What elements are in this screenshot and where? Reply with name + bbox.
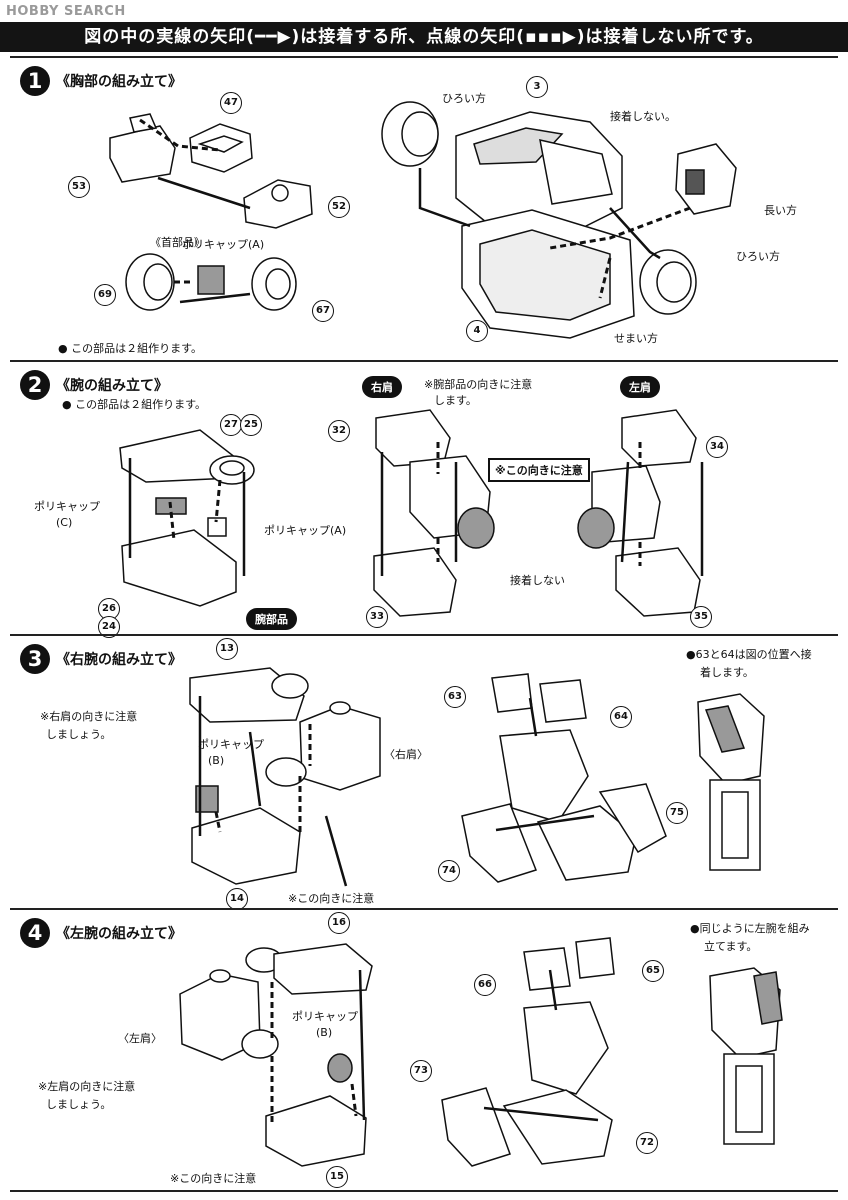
part-number: 35 — [690, 606, 712, 628]
part-number: 24 — [98, 616, 120, 638]
polycap-c-label: ポリキャップ — [34, 500, 100, 513]
part-number: 73 — [410, 1060, 432, 1082]
polycap-c-letter: (C) — [56, 516, 73, 529]
side-note-line-2: 着します。 — [700, 666, 754, 679]
part-number: 53 — [68, 176, 90, 198]
step-2-header: 2 《腕の組み立て》 — [20, 370, 168, 400]
step-1-header: 1 《胸部の組み立て》 — [20, 66, 182, 96]
left-shoulder-label: 〈左肩〉 — [118, 1032, 162, 1045]
wide-side-label-2: ひろい方 — [736, 250, 780, 263]
narrow-side-label: せまい方 — [614, 332, 658, 345]
polycap-a-label: ポリキャップ(A) — [182, 238, 265, 251]
right-shoulder-label: 〈右肩〉 — [384, 748, 428, 761]
step-title: 《腕の組み立て》 — [56, 378, 168, 394]
right-shoulder-note-line-2: しましょう。 — [46, 728, 112, 741]
neck-part-label: 《首部品》 — [150, 236, 205, 249]
side-note-line-1: ●63と64は図の位置へ接 — [686, 648, 812, 661]
left-shoulder-note-line-2: しましょう。 — [46, 1098, 112, 1111]
step-number: 1 — [20, 66, 50, 96]
wide-side-label: ひろい方 — [442, 92, 486, 105]
arm-part-tag: 腕部品 — [246, 608, 297, 630]
step-1-section: 1 《胸部の組み立て》 47 53 52 69 67 3 4 《首部品》 ポリキ… — [10, 56, 838, 360]
side-note-line-2: 立てます。 — [704, 940, 758, 953]
left-shoulder-note-line-1: ※左肩の向きに注意 — [38, 1080, 136, 1093]
part-number: 34 — [706, 436, 728, 458]
part-number: 4 — [466, 320, 488, 342]
orientation-note: ※この向きに注意 — [170, 1172, 257, 1185]
part-number: 74 — [438, 860, 460, 882]
long-side-label: 長い方 — [764, 204, 797, 217]
part-number: 13 — [216, 638, 238, 660]
legend-banner: 図の中の実線の矢印(━━▶)は接着する所、点線の矢印(▪▪▪▶)は接着しない所で… — [0, 22, 848, 52]
left-shoulder-tag: 左肩 — [620, 376, 660, 398]
step-3-section: 3 《右腕の組み立て》 ※右肩の向きに注意 しましょう。 ポリキャップ (B) … — [10, 634, 838, 910]
part-number: 33 — [366, 606, 388, 628]
part-number: 14 — [226, 888, 248, 910]
side-note-line-1: ●同じように左腕を組み — [690, 922, 810, 935]
orientation-note: ※この向きに注意 — [288, 892, 375, 905]
step-2-illustration — [10, 362, 838, 634]
step-2-note: ● この部品は２組作ります。 — [62, 398, 206, 411]
step-title: 《右腕の組み立て》 — [56, 652, 182, 668]
step-1-illustration — [10, 58, 838, 360]
part-number: 16 — [328, 912, 350, 934]
step-number: 3 — [20, 644, 50, 674]
orientation-box: ※この向きに注意 — [488, 458, 590, 482]
part-number: 27 — [220, 414, 242, 436]
step-3-header: 3 《右腕の組み立て》 — [20, 644, 182, 674]
step-4-header: 4 《左腕の組み立て》 — [20, 918, 182, 948]
polycap-b-label: ポリキャップ — [292, 1010, 358, 1023]
no-glue-label: 接着しない — [510, 574, 565, 587]
part-number: 15 — [326, 1166, 348, 1188]
orientation-note-line-1: ※腕部品の向きに注意 — [424, 378, 533, 391]
part-number: 66 — [474, 974, 496, 996]
step-4-illustration — [10, 910, 838, 1190]
polycap-a-label: ポリキャップ(A) — [264, 524, 347, 537]
step-number: 2 — [20, 370, 50, 400]
no-glue-label: 接着しない。 — [610, 110, 676, 123]
polycap-b-letter: (B) — [208, 754, 225, 767]
part-number: 32 — [328, 420, 350, 442]
step-1-note: ● この部品は２組作ります。 — [58, 342, 202, 355]
part-number: 65 — [642, 960, 664, 982]
polycap-b-letter: (B) — [316, 1026, 333, 1039]
step-4-section: 4 《左腕の組み立て》 〈左肩〉 ポリキャップ (B) ※左肩の向きに注意 しま… — [10, 908, 838, 1192]
right-shoulder-tag: 右肩 — [362, 376, 402, 398]
polycap-b-label: ポリキャップ — [198, 738, 264, 751]
part-number: 69 — [94, 284, 116, 306]
step-title: 《胸部の組み立て》 — [56, 74, 182, 90]
step-title: 《左腕の組み立て》 — [56, 926, 182, 942]
part-number: 25 — [240, 414, 262, 436]
part-number: 75 — [666, 802, 688, 824]
part-number: 67 — [312, 300, 334, 322]
part-number: 52 — [328, 196, 350, 218]
step-number: 4 — [20, 918, 50, 948]
part-number: 64 — [610, 706, 632, 728]
part-number: 47 — [220, 92, 242, 114]
part-number: 72 — [636, 1132, 658, 1154]
orientation-note-line-2: します。 — [434, 394, 477, 407]
right-shoulder-note-line-1: ※右肩の向きに注意 — [40, 710, 138, 723]
step-3-illustration — [10, 636, 838, 908]
step-2-section: 2 《腕の組み立て》 ● この部品は２組作ります。 27 25 26 24 32… — [10, 360, 838, 638]
part-number: 3 — [526, 76, 548, 98]
watermark-logo: HOBBY SEARCH — [6, 4, 126, 19]
part-number: 63 — [444, 686, 466, 708]
